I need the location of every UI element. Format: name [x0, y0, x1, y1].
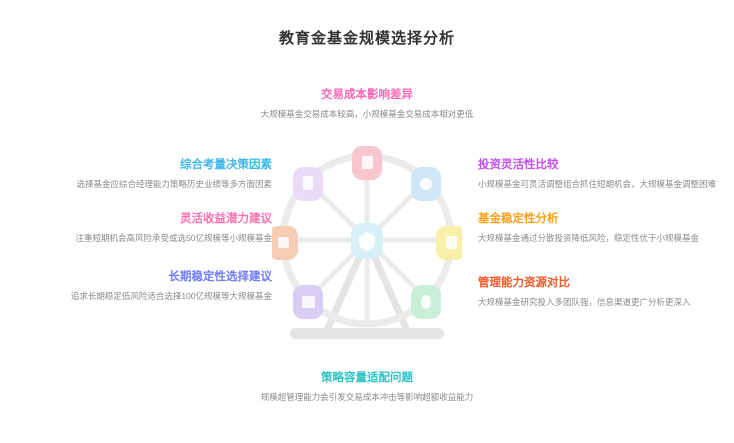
- callout-investment-flexibility-title: 投资灵活性比较: [478, 159, 559, 171]
- chart-icon: [278, 237, 289, 248]
- callout-management-resources: 管理能力资源对比 大规模基金研究投入多团队强，信息渠道更广分析更深入: [478, 276, 722, 309]
- book-icon: [362, 156, 373, 169]
- hourglass-icon: [303, 176, 313, 190]
- wheel-base-bar: [290, 328, 444, 339]
- callout-strategy-capacity-title: 策略容量适配问题: [321, 372, 413, 384]
- callout-flexible-return: 灵活收益潜力建议 注重短期机会高风险承受或选50亿规模等小规模基金: [20, 212, 272, 245]
- ferris-wheel-illustration: [268, 130, 466, 360]
- callout-management-resources-text: 大规模基金研究投入多团队强，信息渠道更广分析更深入: [478, 296, 691, 307]
- cloud-icon: [420, 178, 432, 190]
- cabin-lower-left: [268, 226, 298, 260]
- callout-comprehensive-factors-title: 综合考量决策因素: [180, 159, 272, 171]
- callout-comprehensive-factors-text: 选择基金应综合经理能力策略历史业绩等多方面因素: [76, 178, 272, 189]
- callout-strategy-capacity-text: 规模超管理能力会引发交易成本冲击等影响超额收益能力: [260, 391, 474, 402]
- cabin-upper-right: [411, 167, 441, 201]
- callout-trading-cost: 交易成本影响差异 大规模基金交易成本较高，小规模基金交易成本相对更低: [217, 88, 517, 121]
- cabin-lower-right: [436, 226, 466, 260]
- callout-strategy-capacity: 策略容量适配问题 规模超管理能力会引发交易成本冲击等影响超额收益能力: [217, 371, 517, 404]
- callout-flexible-return-text: 注重短期机会高风险承受或选50亿规模等小规模基金: [75, 232, 272, 243]
- callout-investment-flexibility-text: 小规模基金可灵活调整组合抓住短期机会，大规模基金调整困难: [478, 178, 717, 189]
- cabin-upper-left: [293, 167, 323, 201]
- callout-fund-stability-title: 基金稳定性分析: [478, 213, 559, 225]
- callout-investment-flexibility: 投资灵活性比较 小规模基金可灵活调整组合抓住短期机会，大规模基金调整困难: [478, 158, 722, 191]
- note-icon: [446, 236, 457, 249]
- callout-trading-cost-title: 交易成本影响差异: [321, 89, 413, 101]
- callout-fund-stability-text: 大规模基金通过分散投资降低风险，稳定性优于小规模基金: [478, 232, 700, 243]
- shield-icon: [359, 232, 375, 251]
- callout-trading-cost-text: 大规模基金交易成本较高，小规模基金交易成本相对更低: [260, 108, 474, 119]
- page-title: 教育金基金规模选择分析: [278, 30, 455, 47]
- callout-flexible-return-title: 灵活收益潜力建议: [180, 213, 272, 225]
- cabin-bottom-left: [293, 285, 323, 319]
- callout-comprehensive-factors: 综合考量决策因素 选择基金应综合经理能力策略历史业绩等多方面因素: [20, 158, 272, 191]
- callout-long-term-stability: 长期稳定性选择建议 追求长期稳定低风险适合选择100亿规模等大规模基金: [20, 270, 272, 303]
- callout-fund-stability: 基金稳定性分析 大规模基金通过分散投资降低风险，稳定性优于小规模基金: [478, 212, 722, 245]
- callout-long-term-stability-text: 追求长期稳定低风险适合选择100亿规模等大规模基金: [70, 290, 272, 301]
- gift-icon: [302, 296, 315, 308]
- cabin-bottom-right: [411, 285, 441, 319]
- cabin-center: [351, 223, 383, 259]
- cabin-top: [352, 146, 382, 180]
- callout-management-resources-title: 管理能力资源对比: [478, 277, 570, 289]
- leaf-icon: [421, 295, 431, 309]
- callout-long-term-stability-title: 长期稳定性选择建议: [168, 271, 273, 283]
